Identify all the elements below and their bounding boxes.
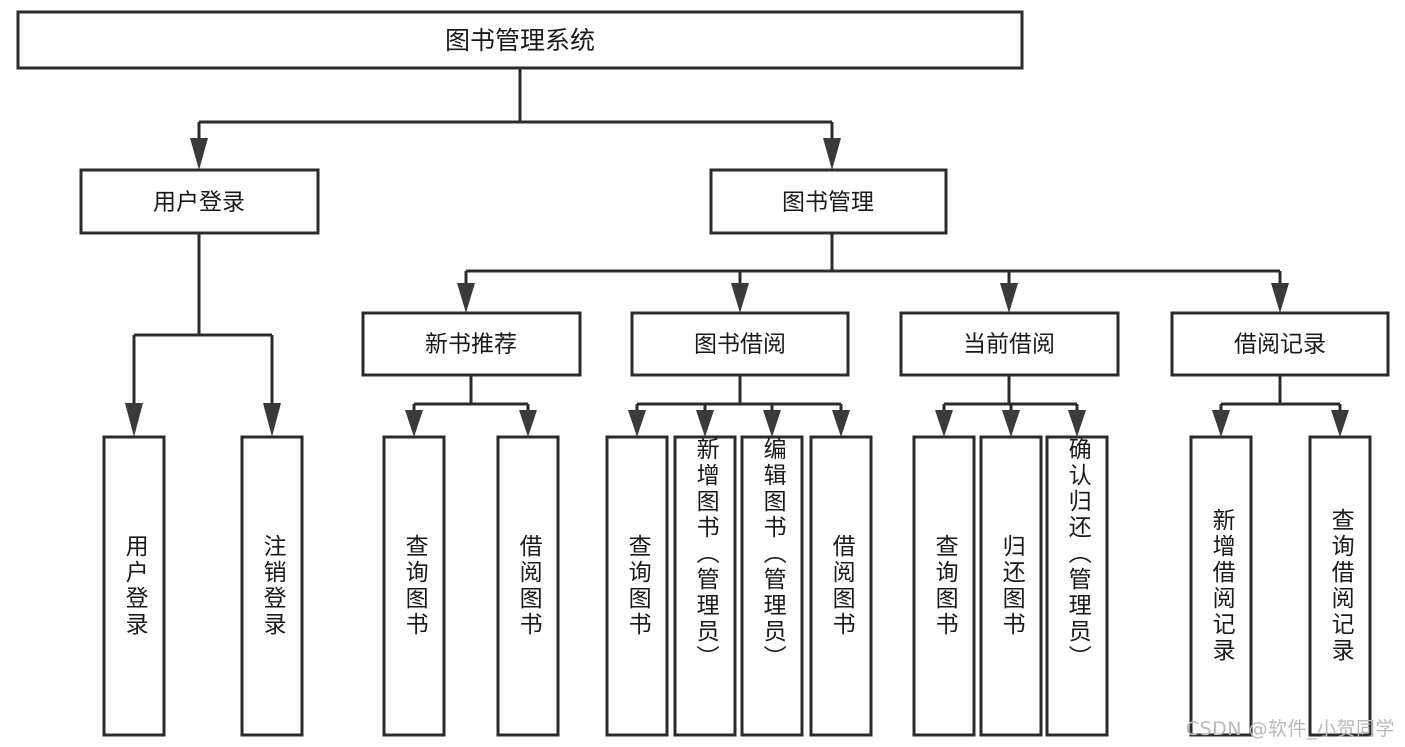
leaf-box-book-borrow-1[interactable]: [605, 435, 669, 737]
node-box-new-book-recommend[interactable]: [361, 311, 582, 377]
leaf-box-book-borrow-3[interactable]: [740, 435, 804, 737]
arrow-head-book-manage: [823, 138, 841, 170]
arrow-head-book-borrow: [731, 283, 749, 313]
arrow-head-leaf-user-login-2: [263, 403, 281, 437]
connector-group-current-borrow: [935, 375, 1086, 437]
arrow-head-new-book-recommend: [457, 283, 475, 313]
arrow-head-leaf-borrow-records-1: [1212, 410, 1230, 437]
leaf-box-book-borrow-2[interactable]: [673, 435, 737, 737]
node-label-user-login: 用户登录: [153, 190, 245, 216]
arrow-head-leaf-book-borrow-2: [696, 410, 714, 437]
arrow-head-borrow-records: [1271, 283, 1289, 313]
connector-group-user-login: [125, 233, 281, 437]
arrow-head-leaf-borrow-records-2: [1331, 410, 1349, 437]
node-box-borrow-records[interactable]: [1170, 311, 1390, 377]
leaf-box-user-login-2[interactable]: [240, 435, 304, 737]
connector-group-root: [190, 68, 841, 170]
node-box-user-login[interactable]: [79, 168, 320, 235]
node-label-book-borrow: 图书借阅: [694, 332, 786, 358]
leaf-box-current-borrow-1[interactable]: [912, 435, 976, 737]
node-box-current-borrow[interactable]: [899, 311, 1120, 377]
node-box-root[interactable]: [16, 10, 1024, 70]
connector-group-new-book-recommend: [405, 375, 537, 437]
leaf-box-current-borrow-2[interactable]: [979, 435, 1043, 737]
node-box-book-manage[interactable]: [709, 168, 948, 235]
leaf-box-borrow-records-1[interactable]: [1189, 435, 1253, 737]
node-box-book-borrow[interactable]: [630, 311, 850, 377]
node-label-book-manage: 图书管理: [782, 190, 874, 216]
arrow-head-current-borrow: [1000, 283, 1018, 313]
leaf-box-current-borrow-3[interactable]: [1045, 435, 1109, 737]
arrow-head-leaf-user-login-1: [125, 403, 143, 437]
node-label-borrow-records: 借阅记录: [1234, 332, 1326, 358]
arrow-head-leaf-current-borrow-2: [1002, 410, 1020, 437]
arrow-head-leaf-book-borrow-1: [628, 410, 646, 437]
connector-group-book-manage: [457, 233, 1289, 313]
arrow-head-user-login: [190, 138, 208, 170]
watermark-text: CSDN @软件_小贺同学: [1185, 718, 1395, 740]
leaf-box-new-book-2[interactable]: [496, 435, 560, 737]
leaf-box-borrow-records-2[interactable]: [1308, 435, 1372, 737]
connector-group-borrow-records: [1212, 375, 1349, 437]
arrow-head-leaf-new-book-2: [519, 410, 537, 437]
leaf-box-user-login-1[interactable]: [102, 435, 166, 737]
node-label-root: 图书管理系统: [445, 26, 595, 55]
arrow-head-leaf-book-borrow-3: [763, 410, 781, 437]
arrow-head-leaf-current-borrow-1: [935, 410, 953, 437]
leaf-box-new-book-1[interactable]: [382, 435, 446, 737]
node-label-new-book-recommend: 新书推荐: [425, 332, 517, 358]
arrow-head-leaf-current-borrow-3: [1068, 410, 1086, 437]
leaf-box-book-borrow-4[interactable]: [809, 435, 873, 737]
arrow-head-leaf-new-book-1: [405, 410, 423, 437]
arrow-head-leaf-book-borrow-4: [832, 410, 850, 437]
connector-group-book-borrow: [628, 375, 850, 437]
node-label-current-borrow: 当前借阅: [963, 332, 1055, 358]
